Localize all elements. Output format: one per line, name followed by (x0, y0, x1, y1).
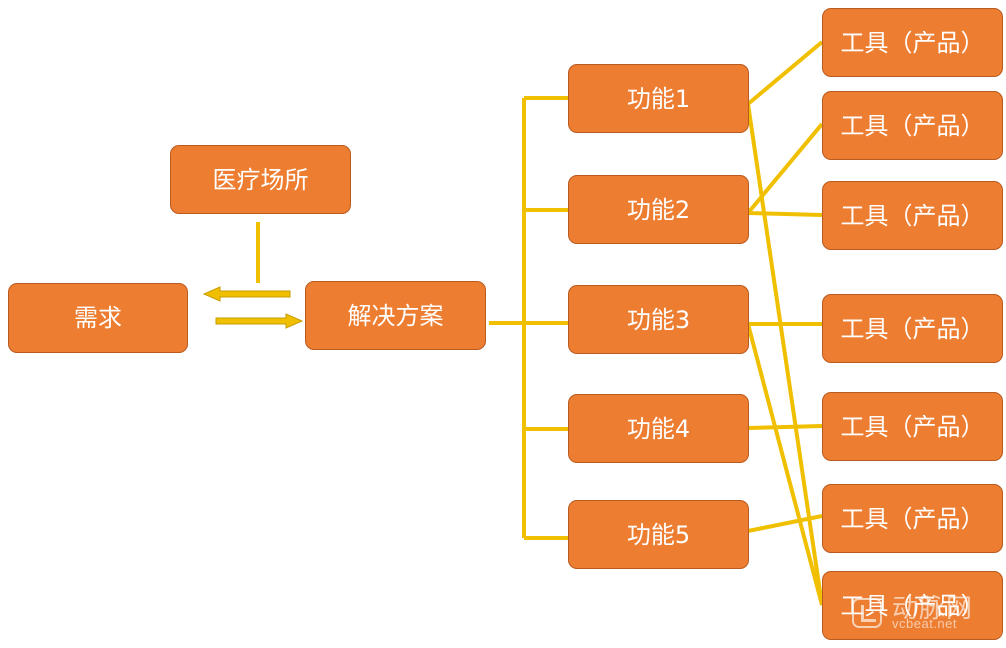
tool-6-box: 工具（产品） (822, 484, 1003, 553)
function-3-box: 功能3 (568, 285, 749, 354)
tool-4-label: 工具（产品） (840, 314, 985, 343)
tool-5-box: 工具（产品） (822, 392, 1003, 461)
function-1-box: 功能1 (568, 64, 749, 133)
function-4-label: 功能4 (626, 414, 691, 443)
function-3-label: 功能3 (626, 305, 691, 334)
function-1-label: 功能1 (626, 84, 691, 113)
tool-6-label: 工具（产品） (840, 504, 985, 533)
function-5-box: 功能5 (568, 500, 749, 569)
tool-1-label: 工具（产品） (840, 28, 985, 57)
function2-tool2-connector (746, 122, 824, 215)
watermark-chinese: 动脉网 (892, 594, 974, 624)
tool-3-box: 工具（产品） (822, 181, 1003, 250)
arrow-to-solution (215, 313, 304, 329)
function-2-box: 功能2 (568, 175, 749, 244)
tool-7-label: 工具（产品） (840, 591, 985, 620)
function2-tool3-connector (747, 211, 823, 217)
function-5-label: 功能5 (626, 520, 691, 549)
function4-tool5-connector (747, 424, 823, 430)
tool-7-box: 工具（产品） (822, 571, 1003, 640)
tool-5-label: 工具（产品） (840, 412, 985, 441)
vcbeat-watermark: 动脉网 vcbeat.net (852, 588, 992, 634)
function1-tool7-connector (746, 103, 824, 606)
tool-1-box: 工具（产品） (822, 8, 1003, 77)
solution-box: 解决方案 (305, 281, 486, 350)
tool-2-box: 工具（产品） (822, 91, 1003, 160)
tool-3-label: 工具（产品） (840, 201, 985, 230)
function1-tool1-connector (746, 40, 824, 106)
function-4-box: 功能4 (568, 394, 749, 463)
function-2-label: 功能2 (626, 195, 691, 224)
watermark-english: vcbeat.net (892, 616, 957, 631)
medical-site-label: 医疗场所 (212, 165, 309, 194)
tool-4-box: 工具（产品） (822, 294, 1003, 363)
demand-box: 需求 (8, 283, 188, 353)
function3-tool7-connector (746, 323, 824, 606)
solution-label: 解决方案 (347, 301, 444, 330)
medical-site-box: 医疗场所 (170, 145, 351, 214)
demand-label: 需求 (74, 304, 122, 332)
vcbeat-logo-icon (852, 598, 882, 628)
arrow-to-demand (202, 286, 291, 302)
tool-2-label: 工具（产品） (840, 111, 985, 140)
function5-tool6-connector (747, 514, 823, 533)
